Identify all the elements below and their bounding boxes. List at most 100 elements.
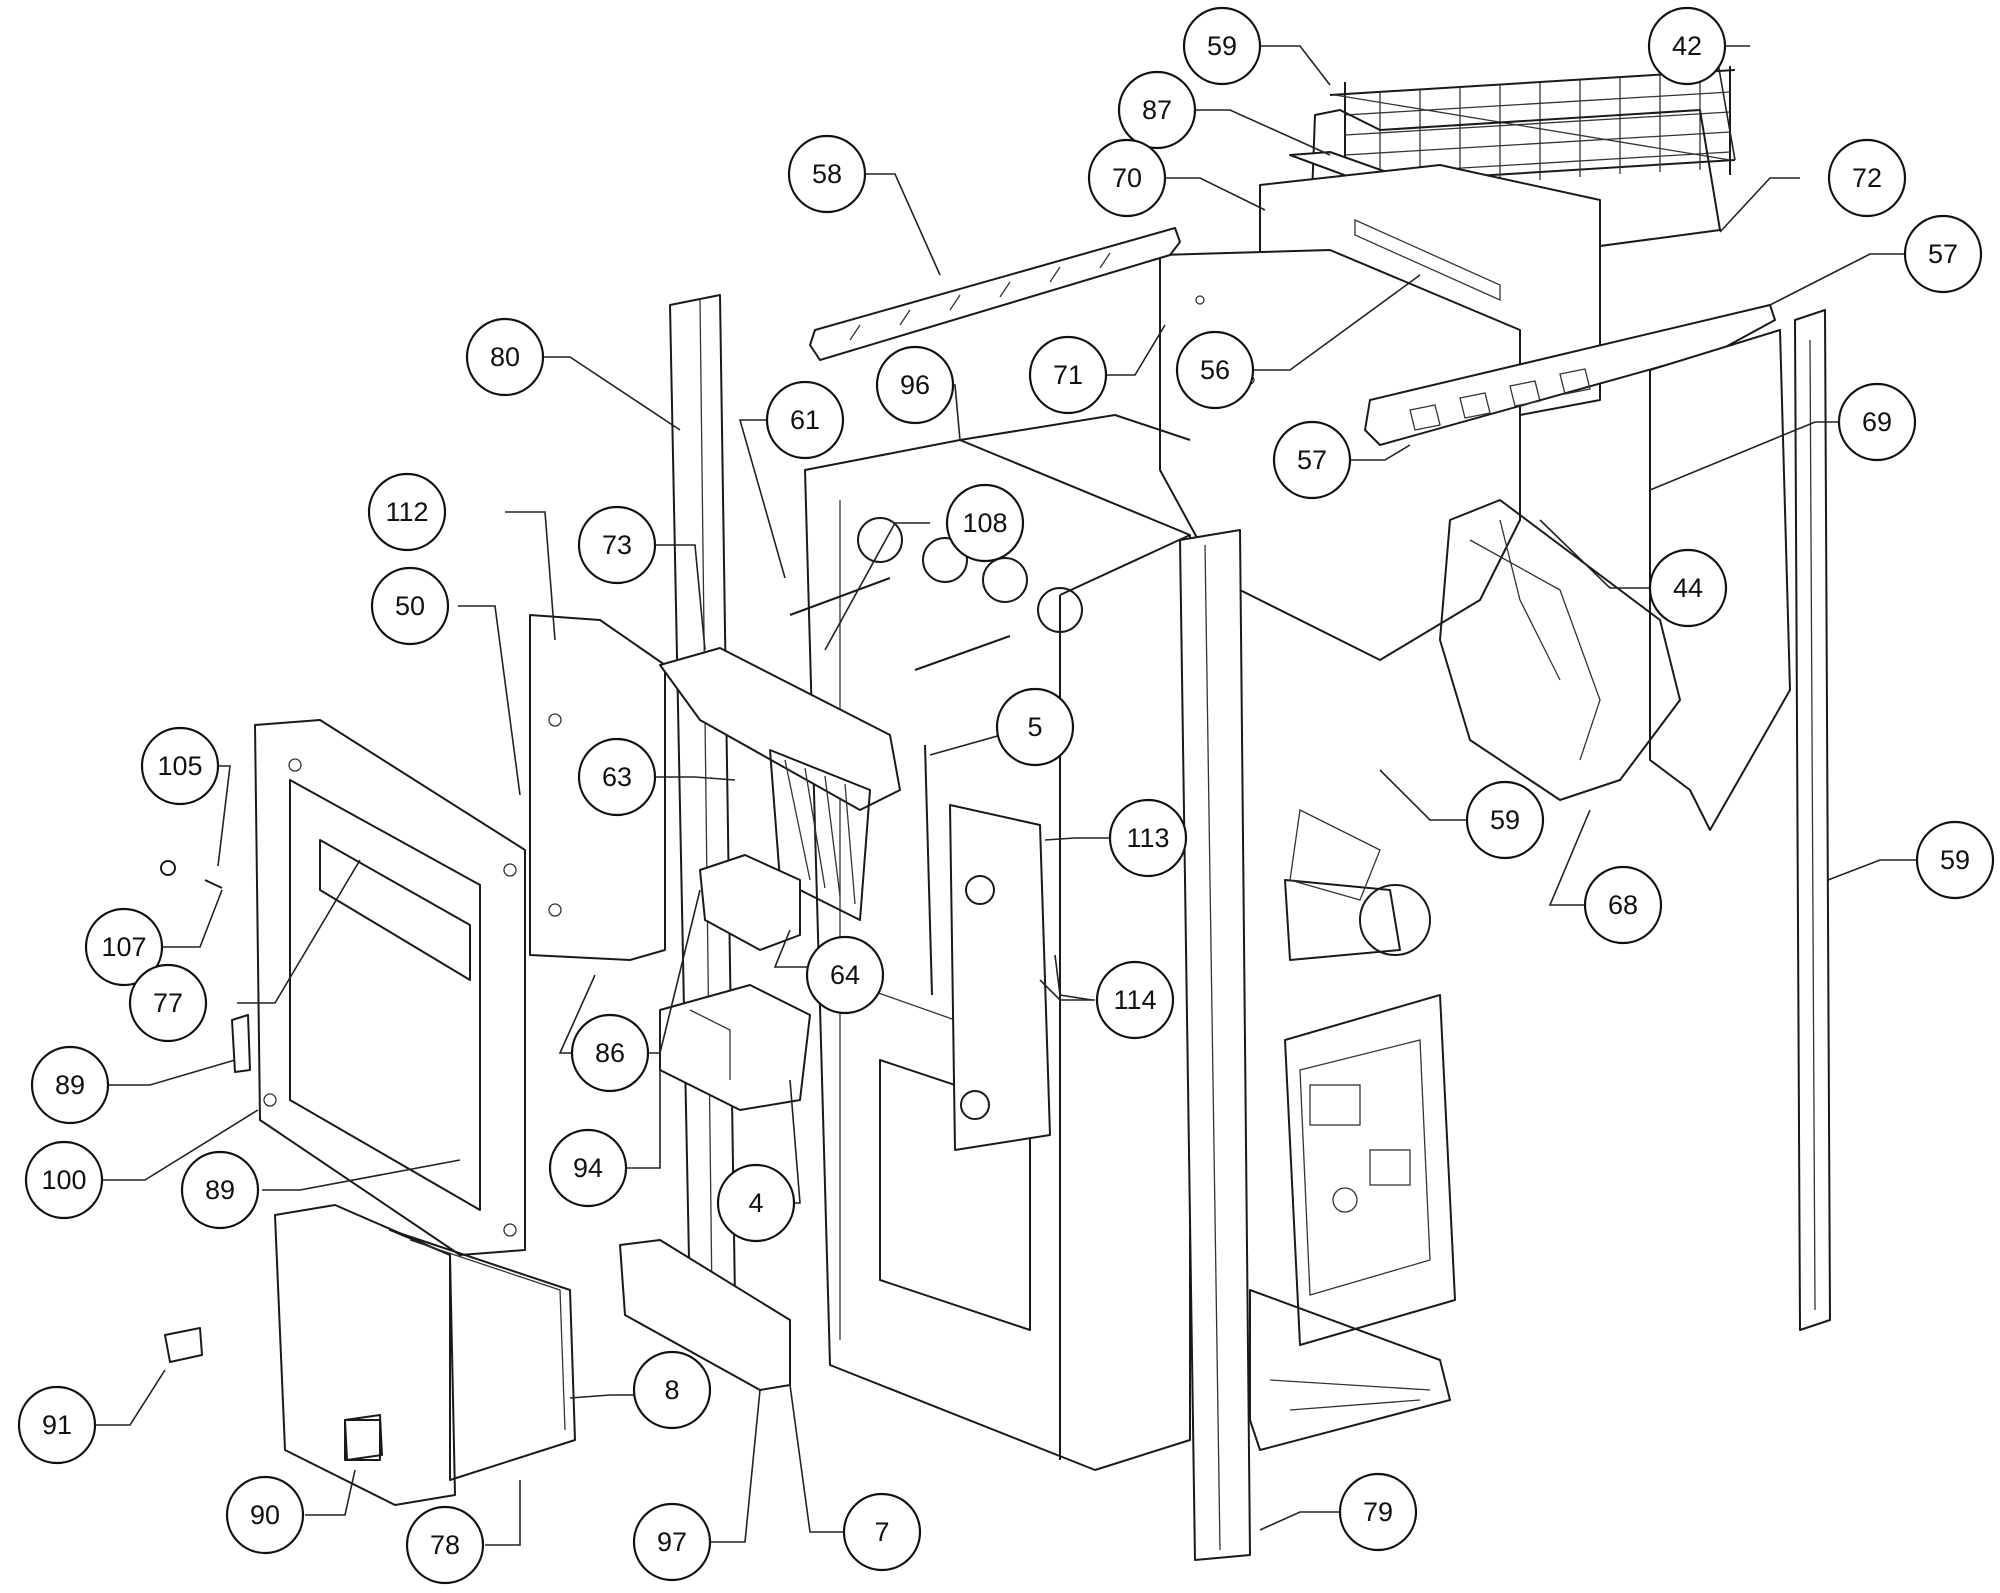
svg-text:44: 44 xyxy=(1673,573,1703,603)
svg-text:90: 90 xyxy=(250,1500,280,1530)
svg-text:91: 91 xyxy=(42,1410,72,1440)
svg-text:61: 61 xyxy=(790,405,820,435)
svg-text:63: 63 xyxy=(602,762,632,792)
hinge-clip-89 xyxy=(231,1014,251,1073)
nut-107 xyxy=(160,860,176,876)
svg-text:77: 77 xyxy=(153,988,183,1018)
svg-text:7: 7 xyxy=(874,1517,889,1547)
svg-text:80: 80 xyxy=(490,342,520,372)
callout-42: 42 xyxy=(1647,6,1727,86)
rod-108 xyxy=(789,577,1011,671)
svg-text:87: 87 xyxy=(1142,95,1172,125)
callout-4: 4 xyxy=(716,1163,796,1243)
svg-text:105: 105 xyxy=(157,751,202,781)
base-plate xyxy=(1249,1289,1451,1451)
callout-80: 80 xyxy=(465,317,545,397)
svg-text:69: 69 xyxy=(1862,407,1892,437)
svg-text:73: 73 xyxy=(602,530,632,560)
callout-59: 59 xyxy=(1182,6,1262,86)
svg-text:5: 5 xyxy=(1027,712,1042,742)
callout-8: 8 xyxy=(632,1350,712,1430)
vertical-strip-80 xyxy=(669,294,736,1311)
callout-61: 61 xyxy=(765,380,845,460)
callout-112: 112 xyxy=(367,472,447,552)
svg-text:4: 4 xyxy=(748,1188,763,1218)
svg-text:42: 42 xyxy=(1672,31,1702,61)
svg-text:59: 59 xyxy=(1490,805,1520,835)
callout-90: 90 xyxy=(225,1475,305,1555)
callout-72: 72 xyxy=(1827,138,1907,218)
pin-105 xyxy=(204,879,223,889)
callout-70: 70 xyxy=(1087,138,1167,218)
callout-79: 79 xyxy=(1338,1472,1418,1552)
svg-text:113: 113 xyxy=(1126,823,1169,853)
callout-97: 97 xyxy=(632,1502,712,1582)
callout-63: 63 xyxy=(577,737,657,817)
callout-107: 107 xyxy=(84,907,164,987)
svg-text:59: 59 xyxy=(1207,31,1237,61)
svg-text:71: 71 xyxy=(1053,360,1083,390)
callout-87: 87 xyxy=(1117,70,1197,150)
svg-text:89: 89 xyxy=(55,1070,85,1100)
front-column xyxy=(1179,529,1251,1561)
parts-drawing xyxy=(160,66,1831,1561)
svg-text:112: 112 xyxy=(385,497,428,527)
svg-text:97: 97 xyxy=(657,1527,687,1557)
svg-text:78: 78 xyxy=(430,1530,460,1560)
svg-text:8: 8 xyxy=(664,1375,679,1405)
callout-108: 108 xyxy=(945,483,1025,563)
callout-77: 77 xyxy=(128,963,208,1043)
callout-44: 44 xyxy=(1648,548,1728,628)
callout-91: 91 xyxy=(17,1385,97,1465)
callout-69: 69 xyxy=(1837,382,1917,462)
svg-text:64: 64 xyxy=(830,960,860,990)
svg-text:86: 86 xyxy=(595,1038,625,1068)
svg-text:114: 114 xyxy=(1113,985,1156,1015)
rod-5 xyxy=(924,744,933,996)
bracket-91 xyxy=(164,1327,203,1363)
callout-86: 86 xyxy=(570,1013,650,1093)
svg-text:70: 70 xyxy=(1112,163,1142,193)
callout-114: 114 xyxy=(1095,960,1175,1040)
callout-73: 73 xyxy=(577,505,657,585)
svg-text:59: 59 xyxy=(1940,845,1970,875)
svg-text:108: 108 xyxy=(962,508,1007,538)
callout-105: 105 xyxy=(140,726,220,806)
callout-78: 78 xyxy=(405,1505,485,1585)
ash-drawer-78 xyxy=(274,1204,576,1506)
callout-96: 96 xyxy=(875,345,955,425)
callout-57: 57 xyxy=(1272,420,1352,500)
callout-68: 68 xyxy=(1583,865,1663,945)
svg-text:100: 100 xyxy=(41,1165,86,1195)
plate-113 xyxy=(949,804,1051,1151)
handle-90 xyxy=(344,1414,383,1461)
svg-text:96: 96 xyxy=(900,370,930,400)
callout-5: 5 xyxy=(995,687,1075,767)
leader-lines xyxy=(95,45,1917,1546)
burn-pot-64 xyxy=(699,854,801,951)
callout-94: 94 xyxy=(548,1128,628,1208)
svg-text:107: 107 xyxy=(101,932,146,962)
ash-pan-94 xyxy=(659,984,811,1111)
callout-89: 89 xyxy=(30,1045,110,1125)
callout-71: 71 xyxy=(1028,335,1108,415)
baffle-68 xyxy=(1439,499,1681,801)
door-frame-100 xyxy=(254,719,526,1256)
electronics-board xyxy=(1284,994,1456,1346)
svg-text:50: 50 xyxy=(395,591,425,621)
svg-text:56: 56 xyxy=(1200,355,1230,385)
svg-text:72: 72 xyxy=(1852,163,1882,193)
callout-59: 59 xyxy=(1915,820,1995,900)
top-rail-58 xyxy=(809,227,1181,361)
svg-text:89: 89 xyxy=(205,1175,235,1205)
deflector-hood-73 xyxy=(659,647,901,811)
callout-64: 64 xyxy=(805,935,885,1015)
svg-text:58: 58 xyxy=(812,159,842,189)
svg-text:94: 94 xyxy=(573,1153,603,1183)
grate-63 xyxy=(769,749,871,921)
svg-text:79: 79 xyxy=(1363,1497,1393,1527)
svg-text:68: 68 xyxy=(1608,890,1638,920)
callout-bubbles: 59 42 87 58 70 72 57 80 71 56 96 61 69 5… xyxy=(17,6,1995,1585)
